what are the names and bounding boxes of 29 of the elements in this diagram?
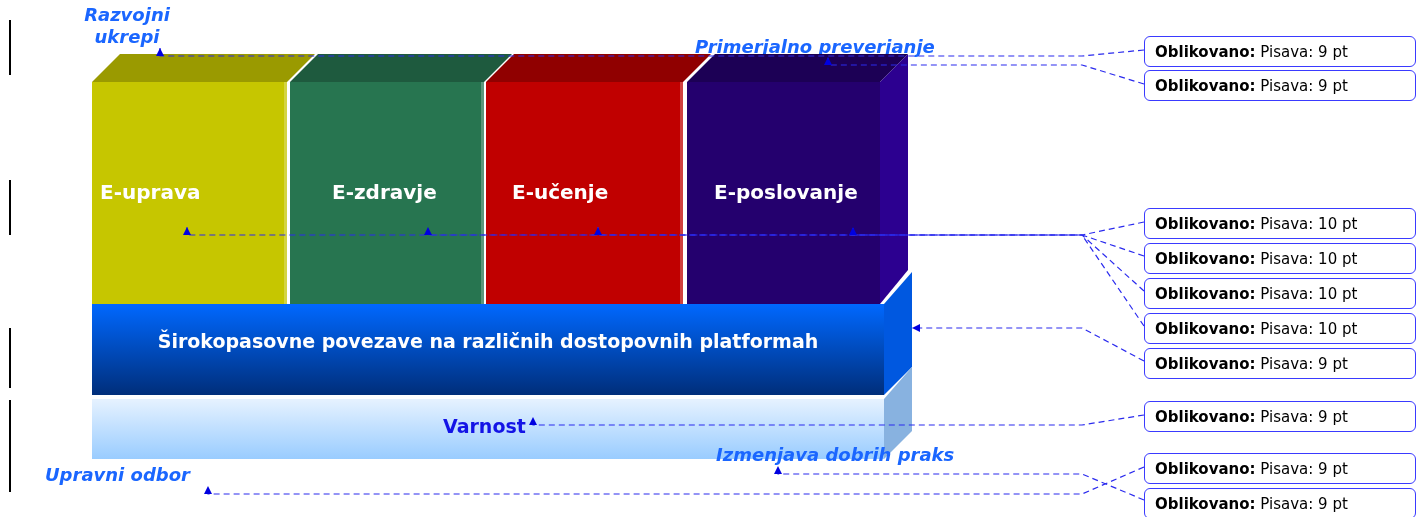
comment-balloon: Oblikovano: Pisava: 9 pt — [1144, 70, 1416, 101]
leader-line — [849, 226, 1145, 327]
block-label: E-uprava — [100, 180, 201, 204]
leader-line — [156, 47, 1145, 57]
comment-balloon: Oblikovano: Pisava: 9 pt — [1144, 453, 1416, 484]
italic-label: Upravni odbor — [45, 464, 220, 486]
comment-balloon: Oblikovano: Pisava: 10 pt — [1144, 208, 1416, 239]
leader-line — [424, 226, 1145, 257]
comment-balloon: Oblikovano: Pisava: 9 pt — [1144, 36, 1416, 67]
comment-balloon: Oblikovano: Pisava: 9 pt — [1144, 348, 1416, 379]
block-label: E-učenje — [512, 180, 609, 204]
comment-balloon: Oblikovano: Pisava: 10 pt — [1144, 278, 1416, 309]
leader-line — [911, 324, 1145, 362]
comment-balloon: Oblikovano: Pisava: 9 pt — [1144, 488, 1416, 517]
leader-line — [594, 226, 1145, 292]
leader-line — [183, 221, 1145, 236]
block-label: E-zdravje — [332, 180, 437, 204]
leader-line — [774, 465, 1145, 501]
comment-balloon: Oblikovano: Pisava: 9 pt — [1144, 401, 1416, 432]
leader-line — [529, 414, 1145, 426]
band-label: Varnost — [443, 415, 526, 437]
italic-label: Primerjalno preverjanje — [695, 37, 985, 57]
comment-balloon: Oblikovano: Pisava: 10 pt — [1144, 243, 1416, 274]
block-label: E-poslovanje — [714, 180, 858, 204]
italic-label: Razvojni ukrepi — [72, 4, 182, 48]
leader-line — [824, 56, 1145, 85]
leader-line — [204, 466, 1145, 495]
band-label: Širokopasovne povezave na različnih dostopovnih platformah — [156, 330, 820, 352]
comment-balloon: Oblikovano: Pisava: 10 pt — [1144, 313, 1416, 344]
